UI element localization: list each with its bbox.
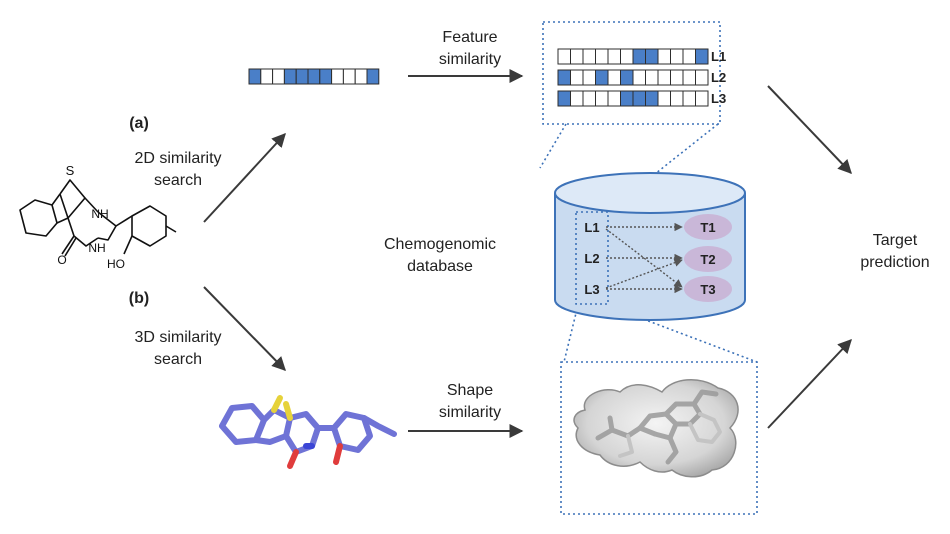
db-ligand-l3: L3 bbox=[584, 282, 599, 297]
ligand-l2-fingerprint-bit bbox=[645, 69, 659, 86]
query-fingerprint-bit bbox=[272, 68, 285, 85]
ligand-l1-fingerprint-bit bbox=[682, 48, 696, 65]
feature-line2: similarity bbox=[438, 51, 502, 68]
query-fingerprint-bit bbox=[354, 68, 368, 85]
shape-box bbox=[560, 361, 758, 515]
atom-ho: HO bbox=[107, 257, 125, 271]
molecule-3d-structure bbox=[219, 395, 397, 469]
db-target-t2: T2 bbox=[700, 252, 715, 267]
ligand-l3-fingerprint-bit bbox=[570, 90, 584, 107]
atom-nh-bottom: NH bbox=[88, 241, 105, 255]
database-line2: database bbox=[407, 258, 473, 275]
ligand-l1-fingerprint-bit bbox=[595, 48, 609, 65]
fingerprint-box bbox=[542, 21, 721, 125]
ligand-l2-fingerprint-bit bbox=[570, 69, 584, 86]
panel-a-line1: 2D similarity bbox=[134, 150, 222, 167]
db-target-t1: T1 bbox=[700, 220, 715, 235]
query-fingerprint-bit bbox=[366, 68, 380, 85]
ligand-l2-fingerprint-bit bbox=[695, 69, 709, 86]
fingerprint-label-l3: L3 bbox=[711, 91, 726, 106]
db-ligand-l1: L1 bbox=[584, 220, 599, 235]
shape-line1: Shape bbox=[446, 382, 494, 399]
query-fingerprint-bit bbox=[295, 68, 309, 85]
fingerprint-label-l1: L1 bbox=[711, 49, 726, 64]
panel-a-line2: search bbox=[153, 172, 203, 189]
ligand-l1-fingerprint-bit bbox=[645, 48, 659, 65]
atom-s: S bbox=[66, 163, 75, 178]
ligand-l3-fingerprint-bit bbox=[620, 90, 634, 107]
database-line1: Chemogenomic bbox=[383, 236, 497, 253]
query-fingerprint-bit bbox=[319, 68, 333, 85]
ligand-l1-fingerprint-bit bbox=[570, 48, 584, 65]
ligand-l2-fingerprint-bit bbox=[620, 69, 634, 86]
atom-o: O bbox=[57, 253, 66, 267]
panel-b-tag: (b) bbox=[128, 290, 150, 307]
query-fingerprint-bit bbox=[331, 68, 344, 85]
ligand-l2-fingerprint-bit bbox=[557, 69, 571, 86]
ligand-l2-fingerprint-bit bbox=[632, 69, 646, 86]
db-ligand-l2: L2 bbox=[584, 251, 599, 266]
ligand-l3-fingerprint-bit bbox=[607, 90, 621, 107]
panel-a-tag: (a) bbox=[129, 115, 149, 132]
query-fingerprint-bit bbox=[260, 68, 274, 85]
ligand-l2-fingerprint-bit bbox=[670, 69, 684, 86]
ligand-l3-fingerprint-bit bbox=[645, 90, 659, 107]
ligand-l1-fingerprint-bit bbox=[632, 48, 646, 65]
query-fingerprint bbox=[248, 68, 380, 85]
feature-line1: Feature bbox=[442, 29, 498, 46]
ligand-l1-fingerprint-bit bbox=[607, 48, 621, 65]
ligand-l1-fingerprint-bit bbox=[670, 48, 684, 65]
panel-b-line2: search bbox=[153, 351, 203, 368]
ligand-l2-fingerprint-bit bbox=[682, 69, 696, 86]
ligand-l1-fingerprint-bit bbox=[657, 48, 671, 65]
ligand-l3-fingerprint-bit bbox=[682, 90, 696, 107]
panel-b-line1: 3D similarity bbox=[134, 329, 222, 346]
flow-arrows bbox=[203, 69, 852, 438]
atom-nh-top: NH bbox=[91, 207, 108, 221]
ligand-l3-fingerprint-bit bbox=[695, 90, 709, 107]
ligand-l1-fingerprint-bit bbox=[695, 48, 709, 65]
db-target-t3: T3 bbox=[700, 282, 715, 297]
ligand-l3-fingerprint-bit bbox=[582, 90, 596, 107]
query-fingerprint-bit bbox=[248, 68, 262, 85]
ligand-l1-fingerprint-bit bbox=[557, 48, 571, 65]
query-fingerprint-bit bbox=[283, 68, 297, 85]
target-ellipses bbox=[684, 214, 732, 302]
target-line1: Target bbox=[872, 232, 918, 249]
ligand-l3-fingerprint-bit bbox=[632, 90, 646, 107]
ligand-l3-fingerprint-bit bbox=[595, 90, 609, 107]
target-line2: prediction bbox=[860, 254, 930, 271]
molecule-2d-structure bbox=[19, 179, 177, 257]
shape-line2: similarity bbox=[438, 404, 502, 421]
query-fingerprint-bit bbox=[342, 68, 356, 85]
ligand-l3-fingerprint-bit bbox=[557, 90, 571, 107]
ligand-l3-fingerprint-bit bbox=[657, 90, 671, 107]
db-ligand-box bbox=[575, 211, 609, 305]
molecular-surface-image bbox=[573, 378, 739, 478]
fingerprint-label-l2: L2 bbox=[711, 70, 726, 85]
ligand-l2-fingerprint-bit bbox=[595, 69, 609, 86]
ligand-l2-fingerprint-bit bbox=[607, 69, 621, 86]
ligand-target-links bbox=[605, 222, 683, 294]
ligand-l1-fingerprint-bit bbox=[582, 48, 596, 65]
ligand-l2-fingerprint-bit bbox=[582, 69, 596, 86]
ligand-l3-fingerprint-bit bbox=[670, 90, 684, 107]
ligand-l1-fingerprint-bit bbox=[620, 48, 634, 65]
ligand-l2-fingerprint-bit bbox=[657, 69, 671, 86]
query-fingerprint-bit bbox=[307, 68, 321, 85]
